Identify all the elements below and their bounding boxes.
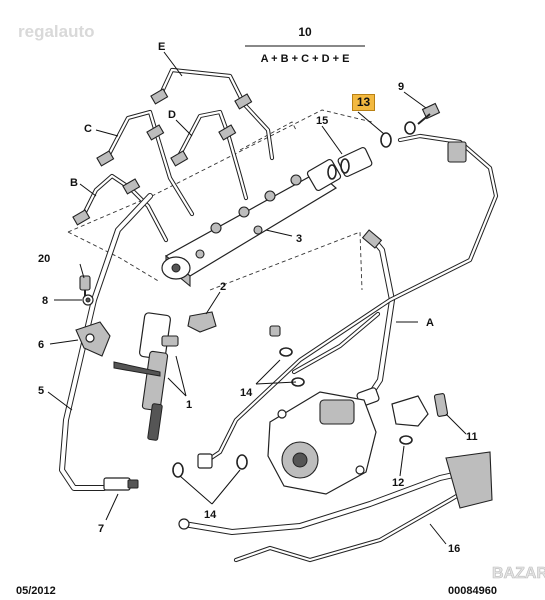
clamp-6 [75,321,111,357]
washer-8 [82,294,94,306]
return-line [197,133,499,469]
corner-logo: BAZAR [492,565,545,583]
highlight-badge-13: 13 [352,94,375,111]
watermark-text: regalauto [18,22,95,41]
label-e: E [158,41,165,53]
hose-16 [178,451,493,563]
pipe-c [96,109,195,217]
label-8: 8 [42,295,48,307]
label-c: C [84,123,92,135]
gasket-2 [187,311,217,333]
label-12: 12 [392,477,404,489]
bolt-11 [433,393,449,417]
label-15: 15 [316,115,328,127]
label-20: 20 [38,253,50,265]
label-b: B [70,177,78,189]
label-5: 5 [38,385,44,397]
label-14-lower: 14 [204,509,217,521]
assembly-outline-10 [67,109,373,283]
assembly-header: 10 A + B + C + D + E [245,25,365,65]
sensor-12 [391,395,429,445]
corner-logo-text: BAZAR [492,565,545,582]
leader-lines [47,51,467,545]
injector [113,312,179,441]
pump-fittings-14 [269,311,381,387]
fitting-7 [103,477,139,491]
seal-ring-13 [380,121,416,148]
high-pressure-pump [267,391,377,495]
assembly-formula: A + B + C + D + E [261,53,350,65]
label-16: 16 [448,543,460,555]
assembly-number: 10 [298,25,312,39]
label-d: D [168,109,176,121]
label-6: 6 [38,339,44,351]
label-3: 3 [296,233,302,245]
label-11: 11 [466,431,478,443]
footer-doc-number: 00084960 [448,585,497,597]
label-7: 7 [98,523,104,535]
part-labels: E D C B A 9 15 3 2 1 20 8 6 5 7 14 14 11… [38,41,478,555]
pipe-d [170,109,249,201]
rings-14-lower [172,454,248,478]
assembly-outline-lower [209,231,363,291]
footer-date: 05/2012 [16,585,56,597]
label-a: A [426,317,434,329]
fuel-rail [161,158,342,288]
label-2: 2 [220,281,226,293]
pressure-sensor [327,146,373,180]
bolt-9 [417,102,441,125]
label-9: 9 [398,81,404,93]
bolt-20 [79,275,91,296]
pipe-e [150,67,275,161]
label-14-upper: 14 [240,387,253,399]
label-1: 1 [186,399,192,411]
hose-5 [59,193,153,491]
